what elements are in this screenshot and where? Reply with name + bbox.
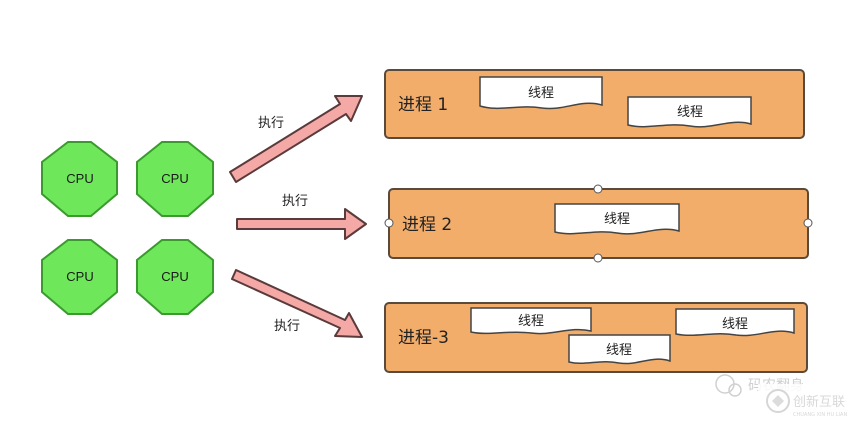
thread-shape [554,203,680,235]
arrow-label: 执行 [282,194,308,209]
thread: 线程 [470,307,592,335]
thread-label: 线程 [528,86,554,101]
thread-shape [470,307,592,335]
arrow-execute-1: 执行 [229,95,363,183]
cpu-node: CPU [41,141,118,217]
thread-shape [627,96,752,128]
process-box-1: 进程 1 线程 线程 [384,69,805,139]
arrow-label: 执行 [274,319,300,334]
arrow-shape [229,95,363,183]
process-box-2[interactable]: 进程 2 线程 [384,184,813,263]
cpu-label: CPU [66,171,93,186]
resize-handle-left[interactable] [384,218,394,228]
cpu-label: CPU [161,269,188,284]
thread: 线程 [675,308,795,337]
brand-logo-mark [772,395,784,407]
thread-label: 线程 [606,343,632,358]
arrow-execute-3: 执行 [231,269,363,338]
cpu-shape [41,239,118,315]
wechat-icon-inner [728,383,742,397]
thread-label: 线程 [518,314,544,329]
cpu-shape [41,141,118,217]
thread-shape [479,76,603,110]
brand-logo-icon [766,389,790,413]
thread-label: 线程 [722,317,748,332]
cpu-shape [136,239,214,315]
resize-handle-top[interactable] [593,184,603,194]
arrow-shape [231,269,363,338]
resize-handle-bottom[interactable] [593,253,603,263]
thread-label: 线程 [604,212,630,227]
process-label: 进程 2 [402,215,452,235]
cpu-node: CPU [136,141,214,217]
cpu-shape [136,141,214,217]
arrow-shape [236,208,367,240]
thread: 线程 [568,334,671,365]
arrow-label: 执行 [258,116,284,131]
cpu-node: CPU [41,239,118,315]
cpu-node: CPU [136,239,214,315]
brand-watermark-text: 创新互联 [793,394,845,410]
process-label: 进程 1 [398,95,448,115]
thread: 线程 [627,96,752,128]
thread-shape [568,334,671,365]
process-box-3: 进程-3 线程 线程 线程 [384,302,808,373]
brand-watermark-subtext: CHUANG XIN HU LIAN [793,412,847,418]
thread-shape [675,308,795,337]
arrow-execute-2: 执行 [236,194,367,240]
thread: 线程 [554,203,680,235]
wechat-icon [715,374,735,394]
brand-watermark: 创新互联 CHUANG XIN HU LIAN [758,384,864,418]
cpu-label: CPU [161,171,188,186]
cpu-label: CPU [66,269,93,284]
resize-handle-right[interactable] [803,218,813,228]
thread: 线程 [479,76,603,110]
process-label: 进程-3 [398,328,449,348]
thread-label: 线程 [677,105,703,120]
